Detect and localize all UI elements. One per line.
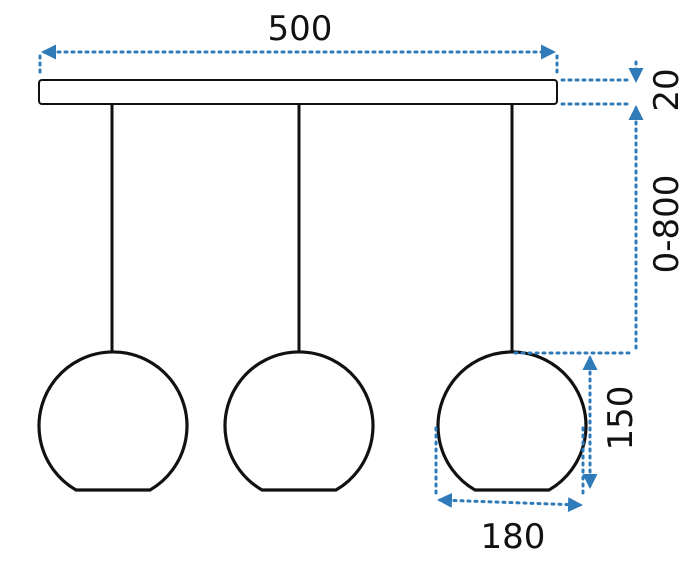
label-width-total: 500	[268, 9, 333, 49]
label-shade-height: 150	[601, 386, 641, 451]
lamp-shade-right	[436, 350, 588, 492]
dimension-lines	[38, 44, 644, 513]
lamp-shade-middle	[223, 350, 375, 492]
label-shade-diameter: 180	[481, 517, 546, 557]
lamp-drawing	[37, 79, 588, 492]
label-canopy-height: 20	[647, 68, 687, 111]
lamp-shade-left	[37, 350, 189, 492]
shade-diameter-dimension-line	[437, 492, 583, 513]
label-cable-length: 0-800	[647, 175, 687, 274]
ceiling-canopy	[38, 79, 558, 105]
dimension-labels: 500 20 0-800 150 180	[268, 9, 687, 557]
